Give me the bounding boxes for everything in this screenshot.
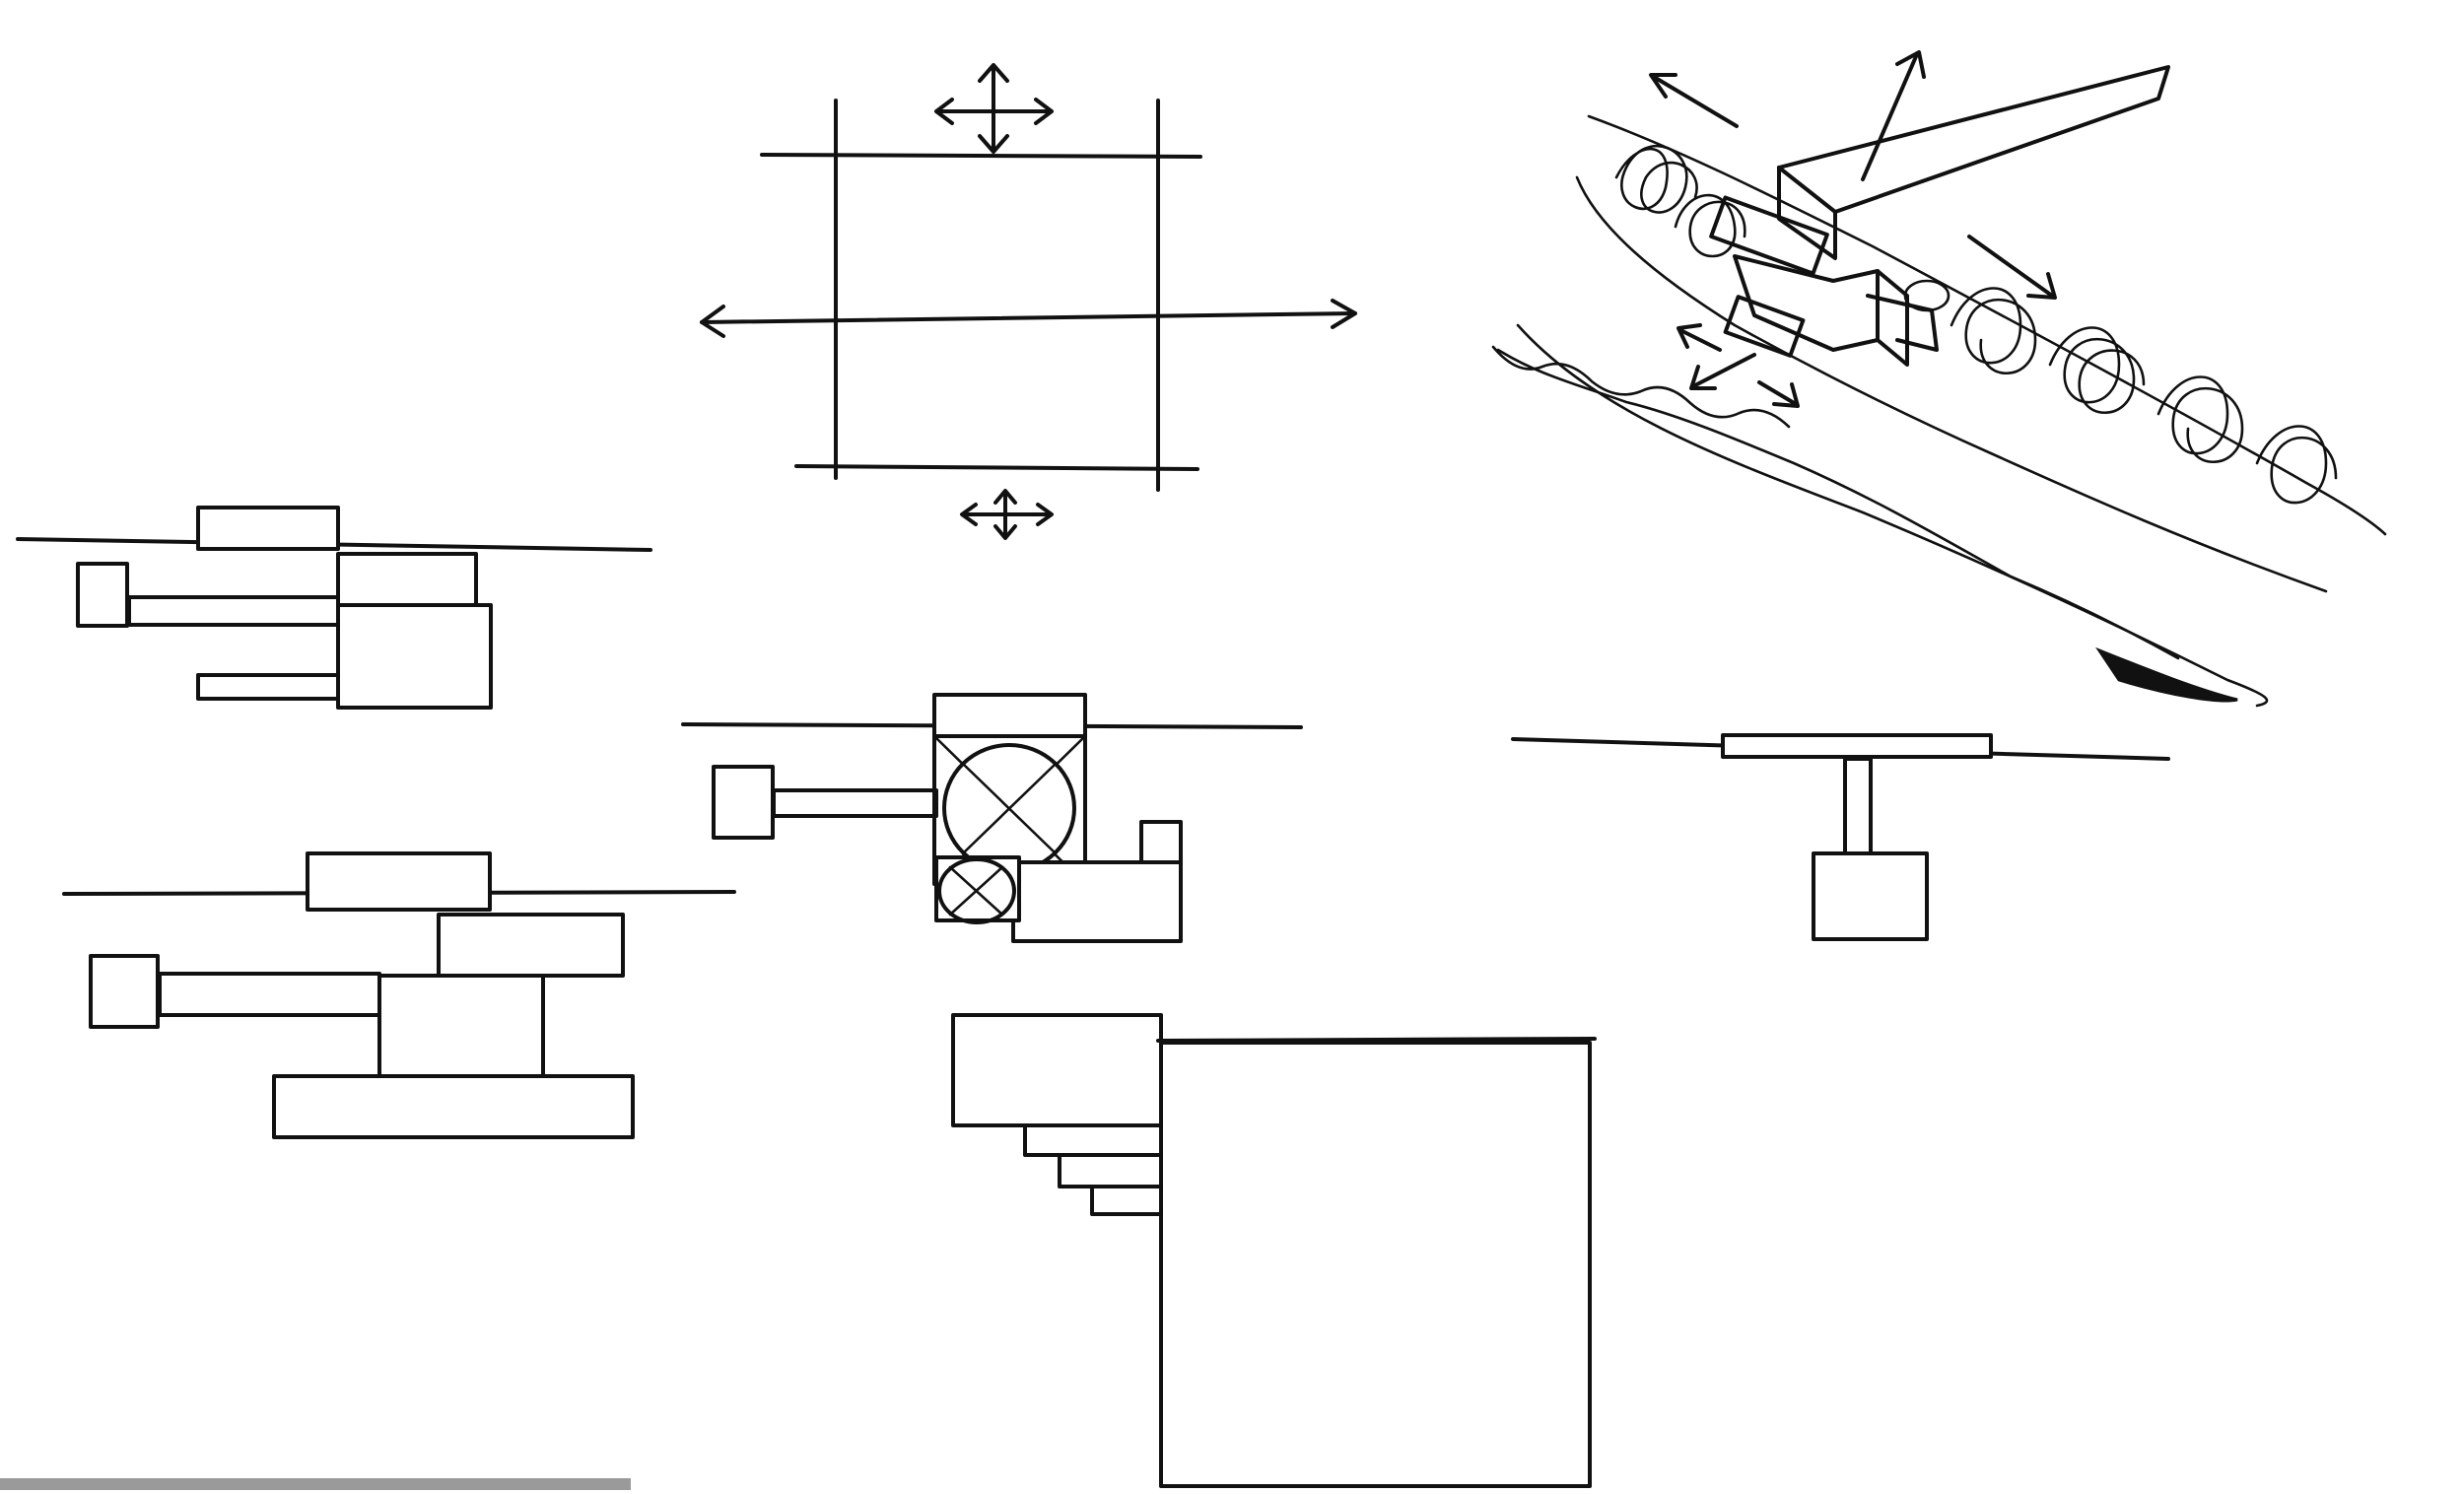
hatched-beam: [1709, 195, 1829, 276]
move-arrows-icon: [934, 63, 1054, 154]
hatched-beam: [772, 788, 938, 818]
section-sketch-right: [1511, 733, 2170, 941]
hatched-beam: [1723, 295, 1806, 358]
section-sketch-center: [681, 693, 1303, 943]
hatched-post: [1843, 757, 1873, 855]
move-arrows-icon: [960, 489, 1054, 540]
retaining-block-sketch: [951, 1013, 1597, 1488]
perspective-sketch: [1491, 50, 2387, 708]
grid-plan-sketch: [700, 63, 1357, 540]
scan-edge: [0, 1478, 631, 1490]
section-sketch-bottom-left: [62, 851, 736, 1139]
hatched-beam: [158, 972, 381, 1017]
hatched-beam: [127, 595, 340, 627]
hatched-mass: [1159, 1041, 1592, 1488]
direction-arrows: [1649, 50, 2057, 408]
section-sketch-top-left: [16, 506, 652, 710]
